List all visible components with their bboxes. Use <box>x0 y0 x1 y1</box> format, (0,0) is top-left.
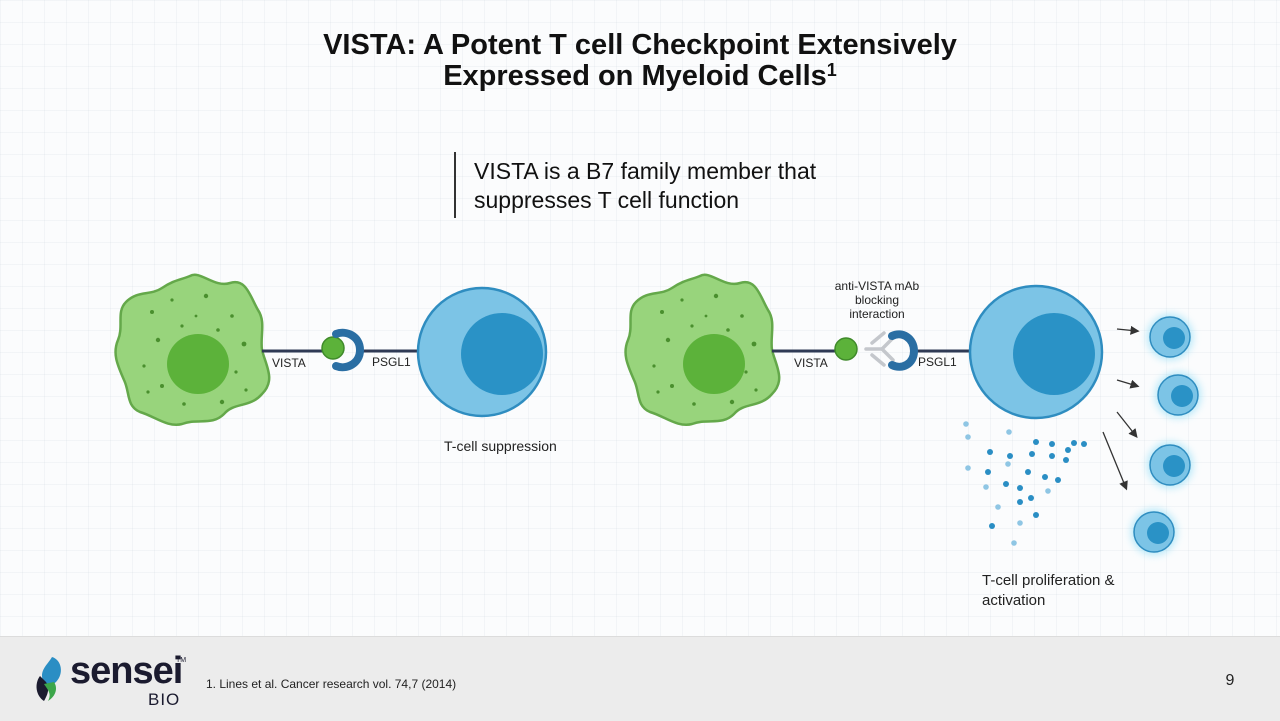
page-number: 9 <box>1225 672 1235 689</box>
vista-ligand-left <box>321 336 345 360</box>
activated-tcell-2 <box>1155 372 1201 418</box>
activated-tcell-3 <box>1147 442 1193 488</box>
mab-label-line-2: blocking <box>855 293 899 307</box>
callout-line-1: VISTA is a B7 family member that <box>474 158 817 184</box>
title-line-1: VISTA: A Potent T cell Checkpoint Extens… <box>323 29 957 61</box>
callout-line-2: suppresses T cell function <box>474 187 740 213</box>
logo-trademark: TM <box>176 657 187 664</box>
activated-tcell-4 <box>1131 509 1177 555</box>
psgl1-label-left: PSGL1 <box>372 355 411 369</box>
activated-tcell-1 <box>1147 314 1193 360</box>
tcell-nucleus-right <box>1013 313 1095 395</box>
footnote-reference: 1. Lines et al. Cancer research vol. 74,… <box>206 677 457 691</box>
myeloid-granules-right <box>652 293 758 406</box>
vista-mechanism-diagram: VISTA PSGL1 T-cell suppression VISTA <box>114 273 1201 609</box>
myeloid-granules-left <box>142 293 248 406</box>
vista-label-left: VISTA <box>272 356 306 370</box>
mab-label-line-3: interaction <box>849 307 904 321</box>
sensei-logo-icon <box>36 657 61 701</box>
caption-proliferation-line-1: T-cell proliferation & <box>982 572 1115 589</box>
slide-footer <box>0 636 1280 721</box>
callout-text: VISTA is a B7 family member that suppres… <box>474 157 894 215</box>
myeloid-nucleus-left <box>167 334 229 394</box>
logo-subtitle: BIO <box>148 690 181 709</box>
left-panel: VISTA PSGL1 T-cell suppression <box>114 273 557 454</box>
right-panel: VISTA PSGL1 anti-VISTA mAb blocking inte… <box>624 273 1201 609</box>
vista-label-right: VISTA <box>794 356 828 370</box>
slide-title: VISTA: A Potent T cell Checkpoint Extens… <box>140 30 1140 92</box>
callout-accent-bar <box>454 152 456 218</box>
logo-wordmark: sensei <box>70 650 183 692</box>
proliferation-arrows <box>1102 325 1140 491</box>
psgl1-label-right: PSGL1 <box>918 355 957 369</box>
tcell-nucleus-left <box>461 313 543 395</box>
title-superscript: 1 <box>826 60 837 80</box>
caption-tcell-suppression: T-cell suppression <box>444 438 557 454</box>
myeloid-nucleus-right <box>683 334 745 394</box>
caption-proliferation-line-2: activation <box>982 592 1045 609</box>
anti-vista-antibody <box>864 331 895 367</box>
cytokine-dots <box>963 421 1087 546</box>
title-line-2: Expressed on Myeloid Cells <box>443 60 827 92</box>
vista-ligand-right <box>834 337 858 361</box>
psgl1-receptor-right <box>888 330 919 371</box>
psgl1-receptor-left <box>332 328 365 372</box>
mab-label-line-1: anti-VISTA mAb <box>835 279 920 293</box>
